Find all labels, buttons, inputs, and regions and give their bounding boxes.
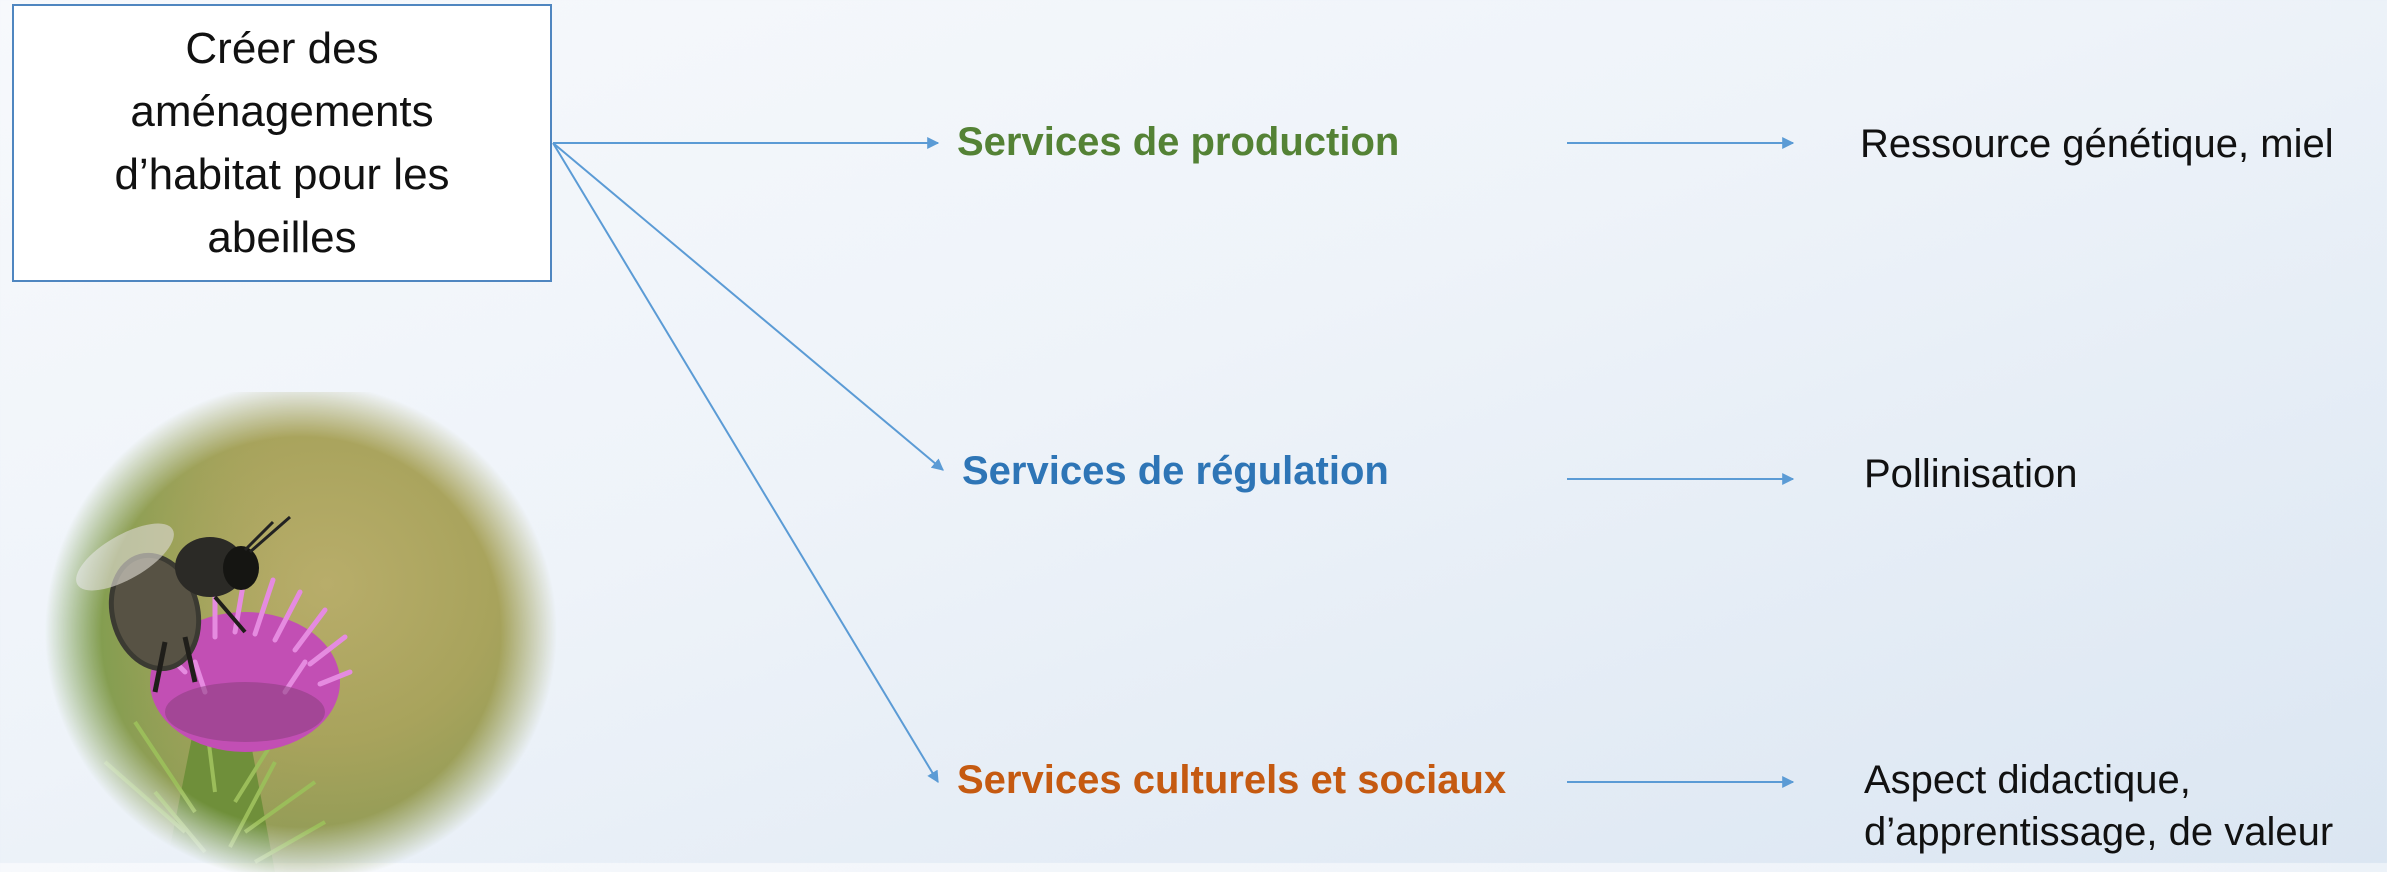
source-text: Créer des aménagements d’habitat pour le… xyxy=(114,24,450,262)
outcome-regulation: Pollinisation xyxy=(1864,452,2078,496)
outcome-cultural-line-2: d’apprentissage, de valeur xyxy=(1864,810,2334,854)
service-production-label: Services de production xyxy=(957,120,1400,164)
arrow-to-cultural xyxy=(552,142,939,784)
service-regulation-label: Services de régulation xyxy=(962,449,1389,493)
outcome-production: Ressource génétique, miel xyxy=(1860,122,2334,166)
source-box: Créer des aménagements d’habitat pour le… xyxy=(12,4,552,282)
bee xyxy=(76,515,291,693)
arrow-to-regulation xyxy=(552,142,944,471)
service-cultural-label: Services culturels et sociaux xyxy=(957,758,1507,802)
bee-on-thistle-photo xyxy=(45,392,557,872)
outcome-cultural-line-1: Aspect didactique, xyxy=(1864,758,2191,802)
outcome-cultural: Aspect didactique, d’apprentissage, de v… xyxy=(1864,754,2333,858)
